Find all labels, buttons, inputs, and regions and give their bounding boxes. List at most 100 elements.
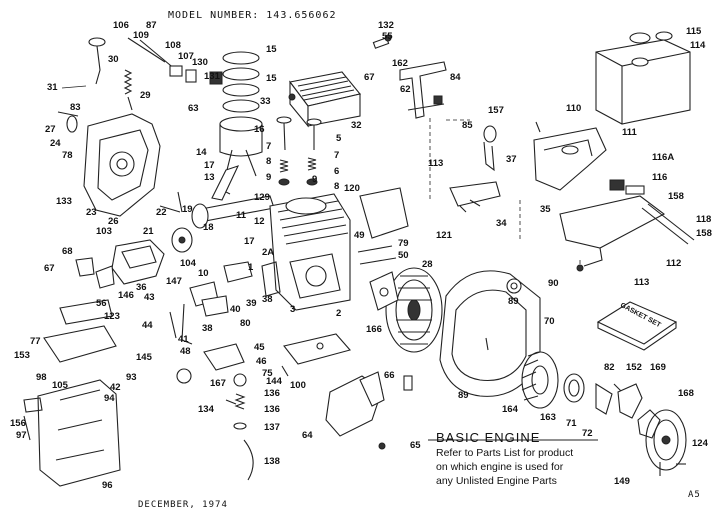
part-number: 156 xyxy=(10,418,26,429)
part-number: 136 xyxy=(264,388,280,399)
part-number: 104 xyxy=(180,258,196,269)
part-number: 144 xyxy=(266,376,282,387)
part-number: 42 xyxy=(110,382,121,393)
part-number: 113 xyxy=(634,277,650,288)
part-number: 32 xyxy=(351,120,362,131)
part-number: 8 xyxy=(334,181,340,192)
part-number: 29 xyxy=(140,90,151,101)
part-number: 63 xyxy=(188,103,199,114)
part-number: 83 xyxy=(70,102,81,113)
part-number: 38 xyxy=(262,294,273,305)
part-number: 134 xyxy=(198,404,214,415)
lower-shroud-drawing xyxy=(23,299,121,487)
part-number: 9 xyxy=(266,172,272,183)
flywheel-drawing xyxy=(369,267,443,353)
part-number: 55 xyxy=(382,31,393,42)
part-number: 133 xyxy=(56,196,72,207)
oil-base-drawing xyxy=(281,245,397,377)
part-number: 44 xyxy=(142,320,153,331)
part-number: 21 xyxy=(143,226,154,237)
part-number: 112 xyxy=(666,258,682,269)
part-number: 67 xyxy=(44,263,55,274)
part-number: 9 xyxy=(312,174,318,185)
part-number: 97 xyxy=(16,430,27,441)
part-number: 67 xyxy=(364,72,375,83)
panel-line-2: on which engine is used for xyxy=(436,461,564,473)
part-number: 90 xyxy=(548,278,559,289)
part-number: 35 xyxy=(540,204,551,215)
part-number: 124 xyxy=(692,438,708,449)
part-number: 108 xyxy=(165,40,181,51)
choke-knob-drawing xyxy=(61,37,106,89)
part-number: 6 xyxy=(334,166,340,177)
part-number: 2A xyxy=(262,247,275,258)
panel-title: BASIC ENGINE xyxy=(436,430,541,445)
part-number: 5 xyxy=(336,133,342,144)
part-number: 22 xyxy=(156,207,167,218)
part-number: 62 xyxy=(400,84,411,95)
part-number: 11 xyxy=(236,210,247,221)
part-number: 40 xyxy=(230,304,241,315)
part-number: 38 xyxy=(202,323,213,334)
part-number: 49 xyxy=(354,230,365,241)
blower-housing-drawing xyxy=(439,270,541,397)
part-number: 116A xyxy=(652,152,675,163)
part-number: 109 xyxy=(133,30,149,41)
part-number: 18 xyxy=(203,222,214,233)
part-number: 12 xyxy=(254,216,265,227)
model-number-header: MODEL NUMBER: 143.656062 xyxy=(168,10,337,21)
part-number: 115 xyxy=(686,26,702,37)
part-number: 7 xyxy=(266,141,272,152)
part-number: 33 xyxy=(260,96,271,107)
part-number: 110 xyxy=(566,103,582,114)
part-number: 152 xyxy=(626,362,642,373)
cover-plate-drawing xyxy=(359,181,501,239)
part-number: 164 xyxy=(502,404,518,415)
crankcase-cover-drawing xyxy=(57,111,161,217)
fuel-tank-drawing xyxy=(595,31,691,125)
governor-linkage-drawing xyxy=(169,261,253,345)
part-number: 56 xyxy=(96,298,107,309)
part-number: 31 xyxy=(47,82,58,93)
spring-drawing xyxy=(123,69,133,111)
part-number: 82 xyxy=(604,362,615,373)
part-number: 93 xyxy=(126,372,137,383)
part-number: 46 xyxy=(256,356,267,367)
gasket-set-drawing xyxy=(596,301,678,351)
part-number: 24 xyxy=(50,138,61,149)
part-number: 34 xyxy=(496,218,507,229)
governor-link-drawing xyxy=(127,37,223,85)
part-number: 138 xyxy=(264,456,280,467)
part-number: 129 xyxy=(254,192,270,203)
part-number: 7 xyxy=(334,150,340,161)
part-number: 149 xyxy=(614,476,630,487)
part-number: 80 xyxy=(240,318,251,329)
part-number: 3 xyxy=(290,304,296,315)
part-number: 48 xyxy=(180,346,191,357)
part-number: 10 xyxy=(198,268,209,279)
part-number: 130 xyxy=(192,57,208,68)
part-number: 89 xyxy=(458,390,469,401)
part-number: 45 xyxy=(254,342,265,353)
panel-line-3: any Unlisted Engine Parts xyxy=(436,475,557,487)
part-number: 123 xyxy=(104,311,120,322)
part-number: 19 xyxy=(182,204,193,215)
crankshaft-drawing xyxy=(159,165,275,253)
part-number: 68 xyxy=(62,246,73,257)
part-number: 131 xyxy=(204,71,220,82)
part-number: 78 xyxy=(62,150,73,161)
part-number: 65 xyxy=(410,440,421,451)
part-number: 89 xyxy=(508,296,519,307)
part-number: 111 xyxy=(622,127,637,138)
page-code: A5 xyxy=(688,490,701,500)
part-number: 27 xyxy=(45,124,56,135)
part-number: 36 xyxy=(136,282,147,293)
part-number: 107 xyxy=(178,51,194,62)
part-number: 72 xyxy=(582,428,593,439)
part-number: 132 xyxy=(378,20,394,31)
part-number: 77 xyxy=(30,336,41,347)
part-number: 15 xyxy=(266,44,277,55)
part-number: 50 xyxy=(398,250,409,261)
valves-drawing xyxy=(276,116,322,186)
